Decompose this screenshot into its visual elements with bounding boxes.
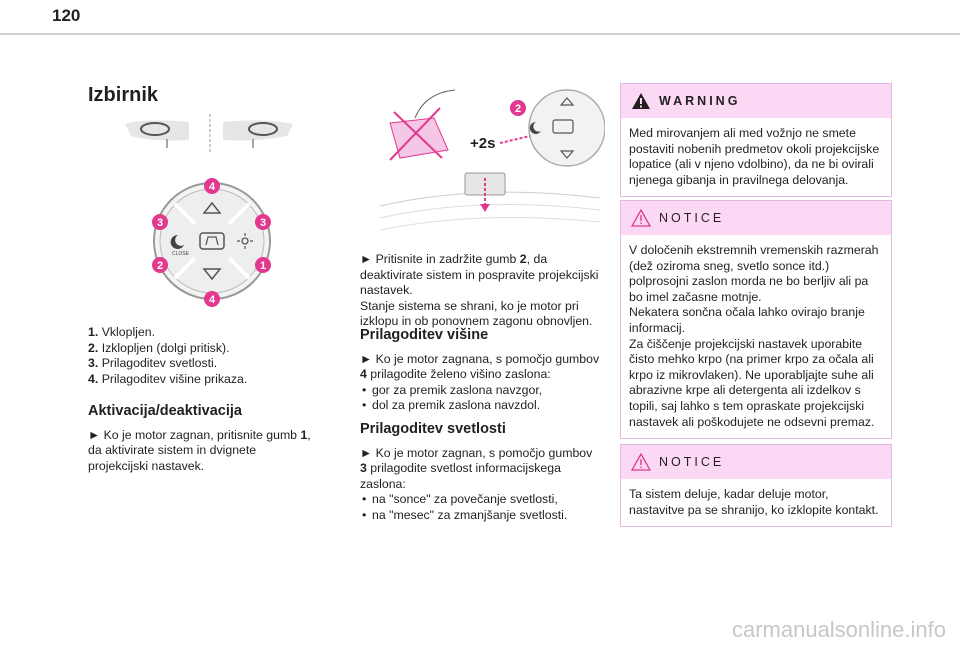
activation-text: ► Ko je motor zagnan, pritisnite gumb 1,… — [88, 427, 311, 473]
notice-header: NOTICE — [621, 201, 891, 235]
list-item: na "sonce" za povečanje svetlosti, — [372, 492, 600, 508]
height-heading: Prilagoditev višine — [360, 327, 489, 343]
height-text: ► Ko je motor zagnana, s pomočjo gumbov … — [360, 351, 600, 382]
legend-item: 4. Prilagoditev višine prikaza. — [88, 371, 248, 386]
brightness-text: ► Ko je motor zagnan, s pomočjo gumbov 3… — [360, 445, 593, 491]
list-item: dol za premik zaslona navzdol. — [372, 398, 600, 414]
notice-text: V določenih ekstremnih vremenskih razmer… — [629, 243, 879, 429]
footer-watermark[interactable]: carmanualsonline.info — [731, 617, 946, 642]
press-duration-label: +2s — [470, 135, 495, 152]
list-item: na "mesec" za zmanjšanje svetlosti. — [372, 508, 600, 524]
svg-text:2: 2 — [157, 260, 163, 272]
button-legend: 1. Vklopljen. 2. Izklopljen (dolgi priti… — [88, 325, 313, 387]
notice-box-engine: NOTICE Ta sistem deluje, kadar deluje mo… — [620, 444, 892, 528]
page-number: 120 — [52, 6, 81, 25]
notice-triangle-icon — [631, 453, 651, 471]
deactivation-illustration: 2 +2s — [379, 89, 605, 231]
notice-box: NOTICE V določenih ekstremnih vremenskih… — [620, 200, 892, 440]
brightness-heading: Prilagoditev svetlosti — [360, 421, 506, 437]
notice-triangle-icon — [631, 209, 651, 227]
deactivation-section: ► Pritisnite in zadržite gumb 2, da deak… — [360, 252, 600, 330]
warning-title: WARNING — [659, 94, 741, 108]
brightness-section: Prilagoditev svetlosti ► Ko je motor zag… — [360, 421, 600, 524]
top-divider — [0, 33, 960, 35]
close-label: CLOSE — [172, 251, 190, 257]
warning-header: WARNING — [621, 84, 891, 118]
height-section: Prilagoditev višine ► Ko je motor zagnan… — [360, 327, 600, 414]
notice-title: NOTICE — [659, 455, 725, 469]
svg-text:2: 2 — [515, 103, 521, 115]
activation-section: Aktivacija/deaktivacija ► Ko je motor za… — [88, 403, 313, 474]
state-saved-text: Stanje sistema se shrani, ko je motor pr… — [360, 298, 593, 329]
legend-item: 3. Prilagoditev svetlosti. — [88, 356, 218, 371]
notice-engine-text: Ta sistem deluje, kadar deluje motor, na… — [629, 487, 879, 517]
legend-item: 1. Vklopljen. — [88, 325, 156, 339]
svg-text:4: 4 — [209, 294, 216, 306]
deactivation-text: ► Pritisnite in zadržite gumb 2, da deak… — [360, 252, 599, 298]
list-item: gor za premik zaslona navzgor, — [372, 383, 600, 399]
section-title: Izbirnik — [88, 84, 159, 106]
warning-box: WARNING Med mirovanjem ali med vožnjo ne… — [620, 83, 892, 198]
hud-button-cluster: CLOSE 4 4 3 3 2 1 — [152, 178, 271, 307]
legend-item: 2. Izklopljen (dolgi pritisk). — [88, 340, 230, 355]
notice-title: NOTICE — [659, 211, 725, 225]
activation-heading: Aktivacija/deaktivacija — [88, 403, 242, 419]
notice-header: NOTICE — [621, 445, 891, 479]
warning-text: Med mirovanjem ali med vožnjo ne smete p… — [629, 126, 880, 187]
svg-text:4: 4 — [209, 181, 216, 193]
steering-wheels-illustration — [125, 114, 293, 152]
warning-triangle-icon — [632, 93, 650, 109]
svg-text:3: 3 — [157, 217, 163, 229]
svg-text:1: 1 — [260, 260, 266, 272]
svg-text:3: 3 — [260, 217, 266, 229]
